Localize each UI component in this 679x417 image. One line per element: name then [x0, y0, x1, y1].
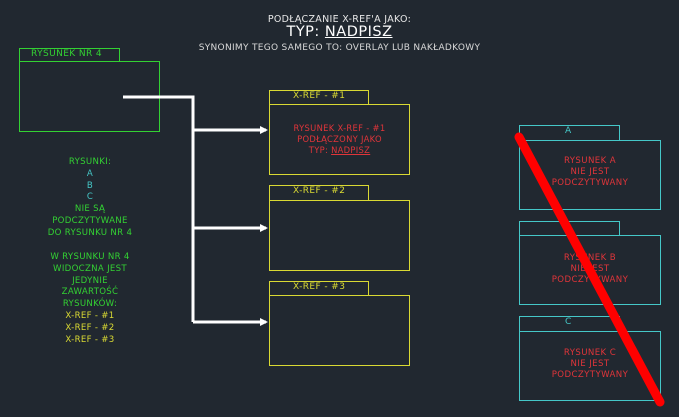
notes-line: DO RYSUNKU NR 4 — [47, 227, 133, 238]
connector-trunk — [123, 95, 195, 322]
notes-line: RYSUNKI: — [68, 157, 112, 167]
notes-line: X-REF - #3 — [65, 334, 115, 345]
notes-line: RYSUNKÓW: — [62, 299, 118, 310]
notes-line: X-REF - #2 — [65, 322, 115, 333]
header-title-value: NADPISZ — [324, 24, 393, 40]
header-title-prefix: TYP: — [286, 24, 325, 40]
excluded-b-tab — [519, 221, 620, 235]
excluded-a-label: A — [565, 126, 572, 136]
xref-1-tab — [269, 90, 369, 104]
excluded-c-text: RYSUNEK C NIE JEST PODCZYTYWANY — [519, 348, 661, 382]
excluded-a-text: RYSUNEK A NIE JEST PODCZYTYWANY — [519, 156, 661, 190]
excluded-b-frame — [519, 235, 661, 305]
excluded-a-line: RYSUNEK A — [563, 156, 617, 166]
header-title: TYP: NADPISZ — [0, 24, 679, 40]
notes-line: ZAWARTOŚĆ — [61, 287, 119, 298]
excluded-c-line: PODCZYTYWANY — [551, 370, 629, 381]
notes-line: B — [86, 180, 94, 191]
xref-1-frame — [269, 104, 410, 175]
notes-line: JEDYNIE — [72, 275, 108, 286]
xref-2-tab — [269, 185, 369, 200]
main-drawing-tab — [19, 48, 120, 61]
notes-line: WIDOCZNA JEST — [53, 263, 127, 274]
xref-1-label: X-REF - #1 — [293, 91, 346, 101]
notes-line: W RYSUNKU NR 4 — [50, 252, 130, 262]
notes-excluded: RYSUNKI: A B C NIE SĄ PODCZYTYWANE DO RY… — [20, 157, 160, 240]
xref-3-label: X-REF - #3 — [293, 282, 346, 292]
xref-1-line: RYSUNEK X-REF - #1 — [293, 123, 386, 133]
xref-3-tab — [269, 281, 369, 295]
excluded-c-line: RYSUNEK C — [563, 348, 617, 358]
notes-visible: W RYSUNKU NR 4 WIDOCZNA JEST JEDYNIE ZAW… — [20, 252, 160, 346]
excluded-a-tab — [519, 125, 620, 140]
xref-1-line: PODŁĄCZONY JAKO — [297, 134, 382, 144]
main-drawing-label: RYSUNEK NR 4 — [31, 49, 103, 59]
notes-line: C — [86, 192, 94, 203]
excluded-c-label: C — [565, 317, 572, 327]
excluded-c-frame — [519, 331, 661, 401]
xref-1-type-value: NADPISZ — [331, 145, 371, 155]
xref-2-frame — [269, 200, 410, 271]
xref-1-type-prefix: TYP: — [308, 145, 332, 155]
excluded-b-line: PODCZYTYWANY — [551, 275, 629, 286]
xref-1-description: RYSUNEK X-REF - #1 PODŁĄCZONY JAKO TYP: … — [269, 123, 410, 156]
excluded-b-line: RYSUNEK B — [563, 253, 617, 263]
notes-line: X-REF - #1 — [65, 310, 115, 321]
xref-2-label: X-REF - #2 — [293, 186, 346, 196]
excluded-a-line: NIE JEST — [570, 167, 610, 178]
excluded-a-line: PODCZYTYWANY — [551, 178, 629, 189]
notes-line: NIE SĄ — [74, 204, 106, 215]
excluded-a-frame — [519, 140, 661, 210]
header-synonyms: SYNONIMY TEGO SAMEGO TO: OVERLAY LUB NAK… — [198, 43, 481, 53]
notes-line: PODCZYTYWANE — [52, 215, 128, 226]
xref-1-type: TYP: NADPISZ — [269, 145, 410, 156]
excluded-c-line: NIE JEST — [570, 359, 610, 370]
xref-3-frame — [269, 295, 410, 366]
header-subtitle: PODŁĄCZANIE X-REF'A JAKO: — [267, 14, 412, 25]
notes-line: A — [86, 168, 94, 179]
